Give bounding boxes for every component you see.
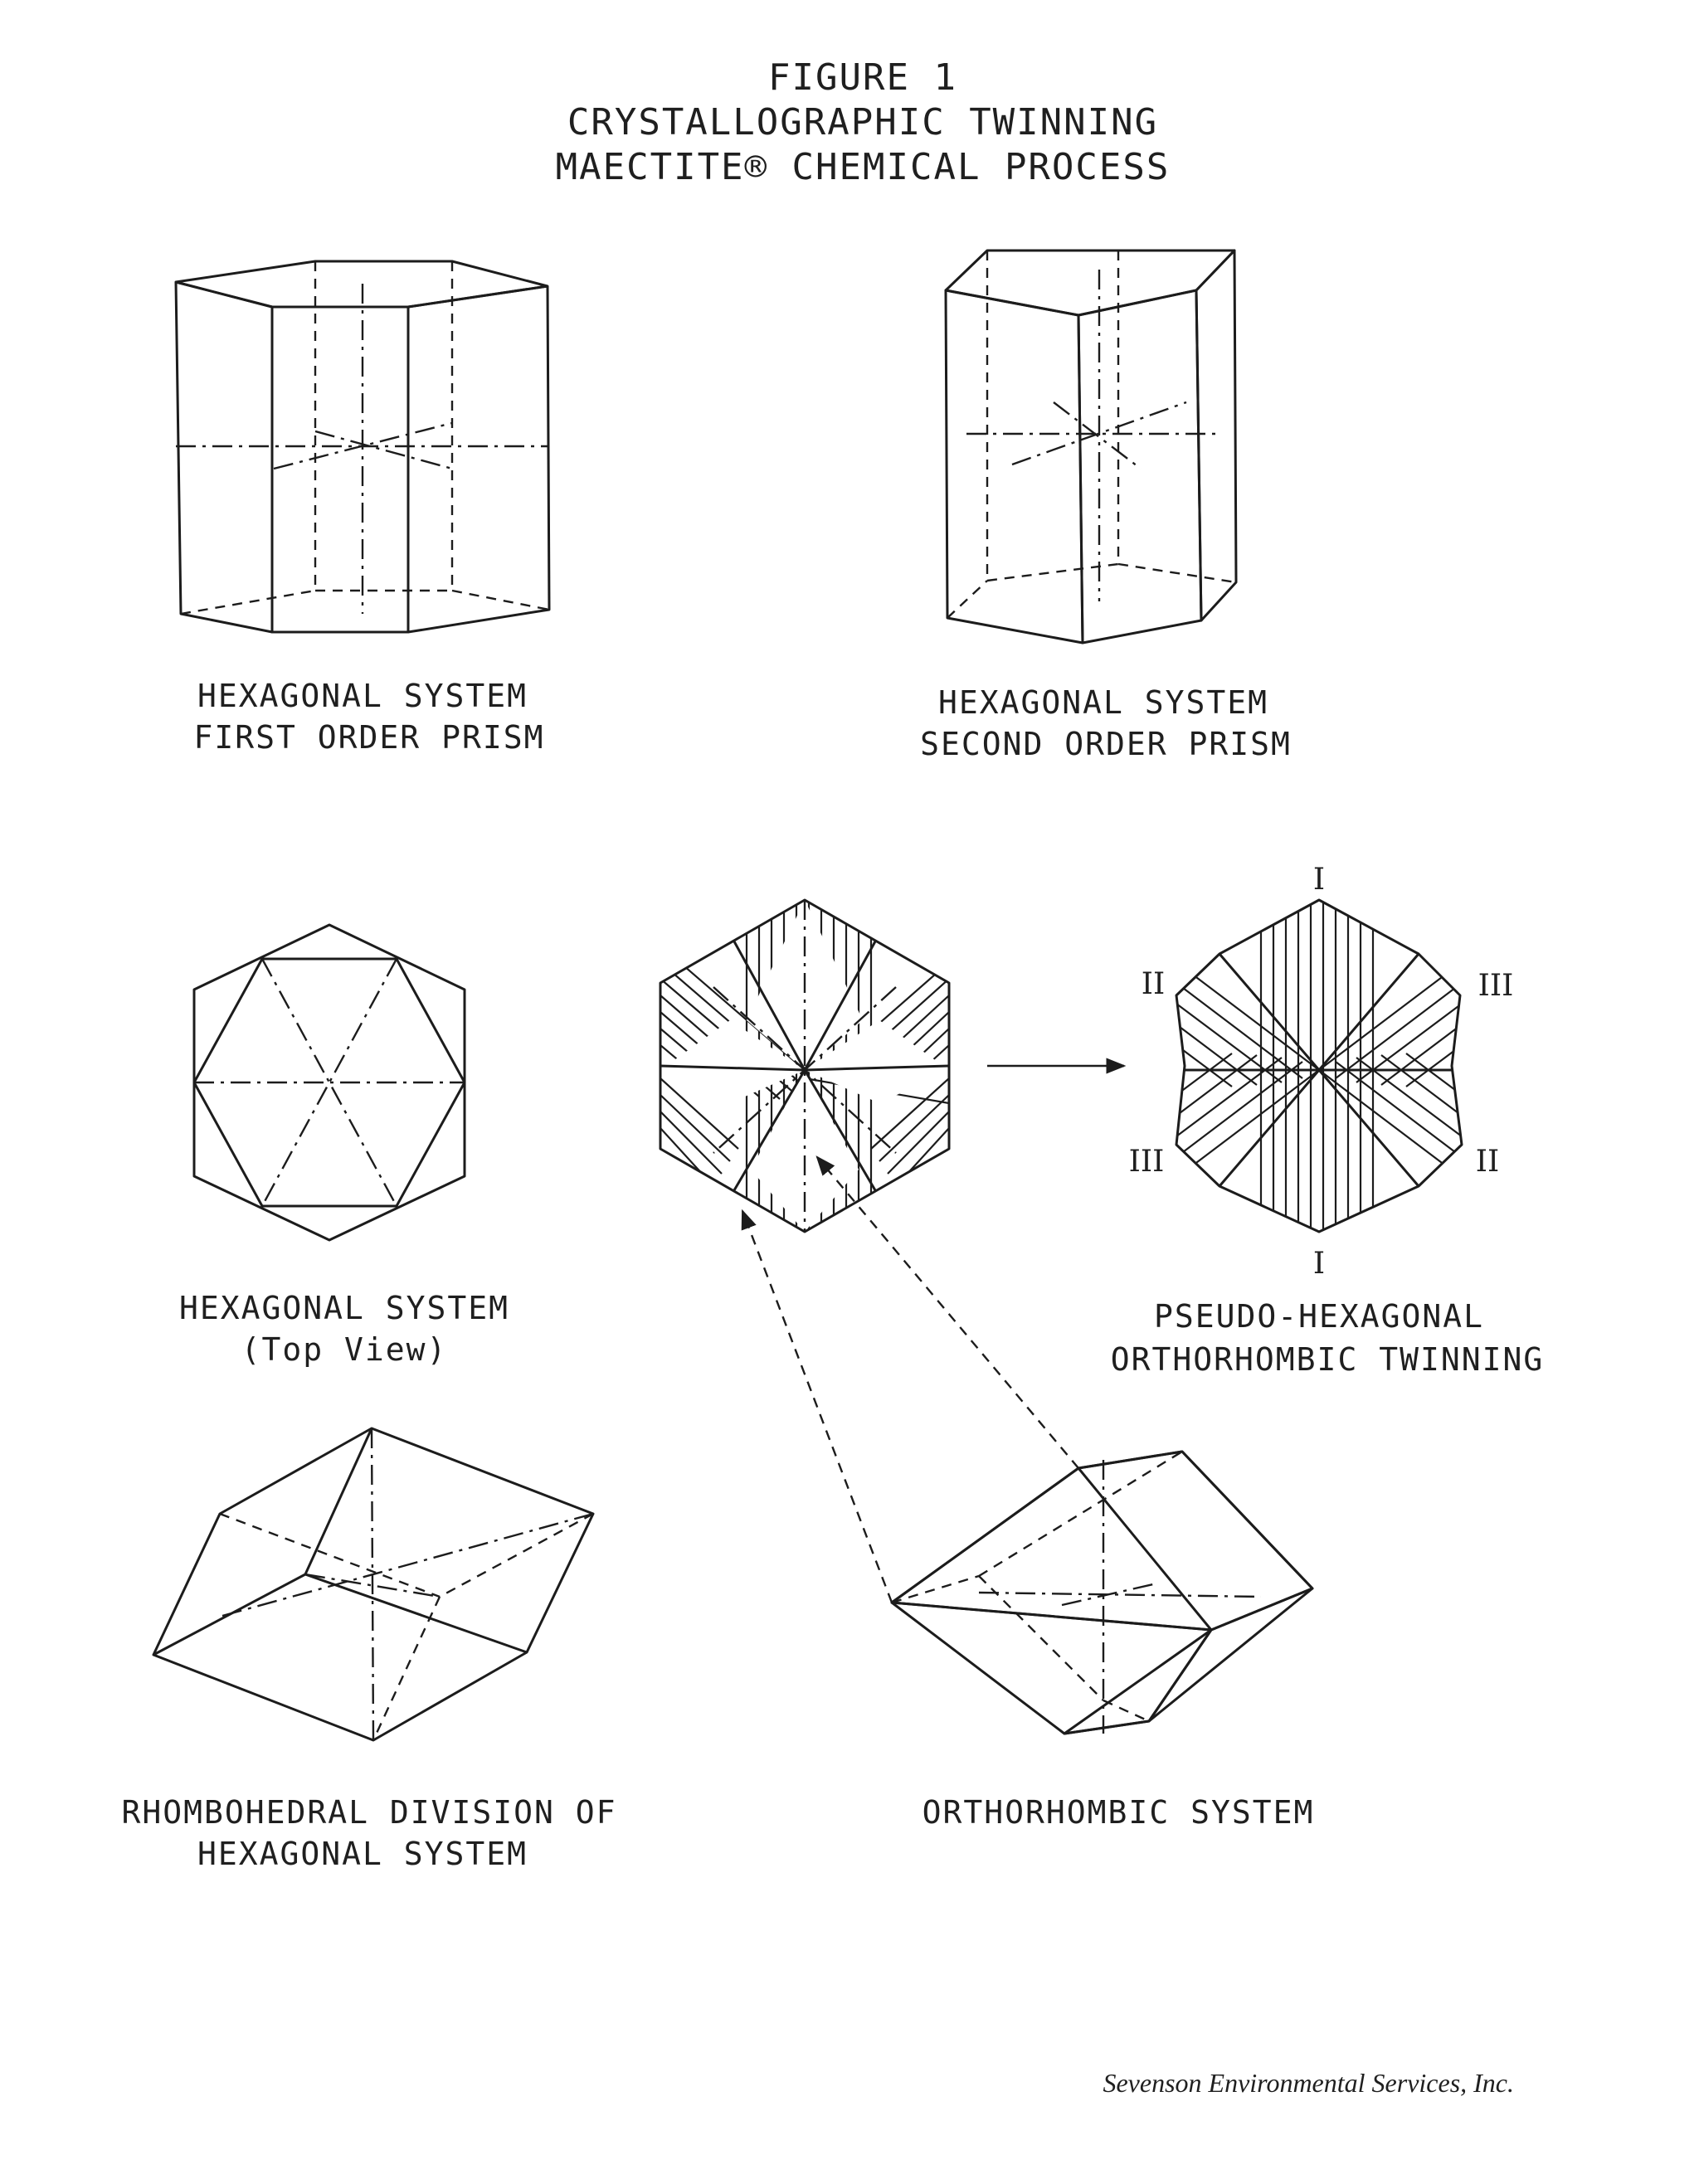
title-line-1: FIGURE 1 [768, 56, 957, 99]
ortho-arrow-left [741, 1209, 893, 1603]
twin-label-top: I [1313, 863, 1325, 897]
caption-first-order-line-1: HEXAGONAL SYSTEM [197, 678, 528, 714]
caption-top-view-line-1: HEXAGONAL SYSTEM [179, 1290, 509, 1326]
caption-top-view-line-2: (Top View) [241, 1331, 448, 1368]
twin-label-lower-left: III [1129, 1145, 1165, 1179]
pseudo-hexagonal-twin-diagram: I I II III III II PSEUDO-HEXAGONAL ORTHO… [1111, 863, 1544, 1378]
twin-label-lower-right: II [1476, 1145, 1499, 1179]
rhombohedral-division-diagram: RHOMBOHEDRAL DIVISION OF HEXAGONAL SYSTE… [121, 1427, 616, 1872]
caption-orthorhombic: ORTHORHOMBIC SYSTEM [923, 1794, 1315, 1831]
title-line-2: CRYSTALLOGRAPHIC TWINNING [567, 101, 1158, 143]
caption-rhombohedral-line-2: HEXAGONAL SYSTEM [197, 1836, 528, 1872]
caption-second-order-line-1: HEXAGONAL SYSTEM [938, 684, 1268, 721]
twin-label-bottom: I [1313, 1247, 1325, 1281]
figure-title: FIGURE 1 CRYSTALLOGRAPHIC TWINNING MAECT… [556, 56, 1171, 188]
caption-second-order-line-2: SECOND ORDER PRISM [920, 726, 1292, 762]
ortho-arrow-right [815, 1155, 1079, 1469]
footer-company: Sevenson Environmental Services, Inc. [1103, 2068, 1514, 2098]
second-order-prism-diagram: HEXAGONAL SYSTEM SECOND ORDER PRISM [920, 249, 1292, 762]
first-order-prism-diagram: HEXAGONAL SYSTEM FIRST ORDER PRISM [174, 260, 551, 756]
caption-pseudo-hex-line-1: PSEUDO-HEXAGONAL [1154, 1298, 1484, 1335]
caption-first-order-line-2: FIRST ORDER PRISM [194, 719, 545, 756]
top-view-hexagon-diagram: HEXAGONAL SYSTEM (Top View) [179, 923, 509, 1368]
caption-rhombohedral-line-1: RHOMBOHEDRAL DIVISION OF [121, 1794, 616, 1831]
orthorhombic-system-diagram: ORTHORHOMBIC SYSTEM [741, 1155, 1315, 1831]
title-line-3: MAECTITE® CHEMICAL PROCESS [556, 146, 1171, 188]
twin-label-upper-right: III [1478, 969, 1514, 1003]
pseudo-hatching [1176, 900, 1462, 1232]
twinned-hexagon-diagram [659, 898, 1127, 1233]
twin-label-upper-left: II [1142, 967, 1165, 1001]
caption-pseudo-hex-line-2: ORTHORHOMBIC TWINNING [1111, 1341, 1544, 1378]
